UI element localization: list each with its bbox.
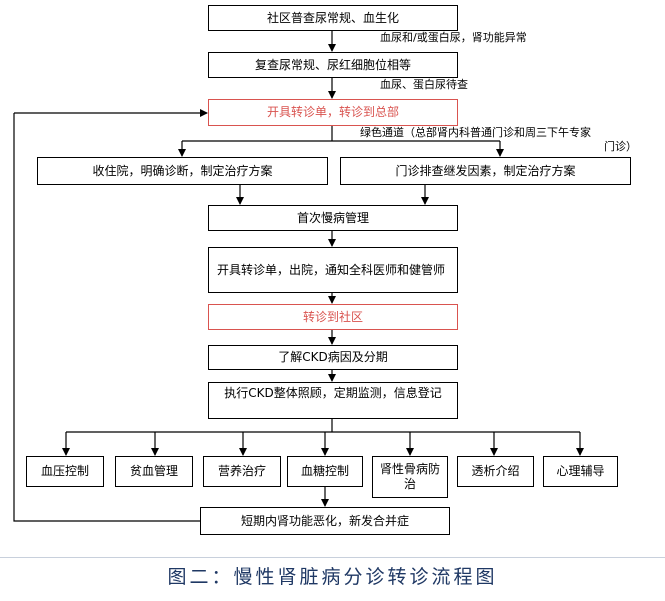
box-ckd-comprehensive-care: 执行CKD整体照顾，定期监测，信息登记 xyxy=(208,382,458,419)
box-outpatient: 门诊排查继发因素，制定治疗方案 xyxy=(340,157,631,185)
box-community-screening: 社区普查尿常规、血生化 xyxy=(208,5,458,31)
feedback-loop xyxy=(13,113,200,522)
box-glucose-control: 血糖控制 xyxy=(287,456,363,487)
box-renal-deterioration: 短期内肾功能恶化，新发合并症 xyxy=(200,507,450,535)
box-inpatient: 收住院，明确诊断，制定治疗方案 xyxy=(37,157,328,185)
box-ckd-etiology-staging: 了解CKD病因及分期 xyxy=(208,345,458,370)
box-psych-counseling: 心理辅导 xyxy=(543,456,618,487)
label-abnormal-findings: 血尿和/或蛋白尿，肾功能异常 xyxy=(380,31,527,44)
box-referral-to-community: 转诊到社区 xyxy=(208,304,458,330)
figure-caption: 图二：慢性肾脏病分诊转诊流程图 xyxy=(167,566,498,588)
caption-divider xyxy=(0,557,665,558)
label-green-channel-cont: 门诊） xyxy=(604,140,637,153)
box-recheck-urine: 复查尿常规、尿红细胞位相等 xyxy=(208,52,458,78)
label-green-channel: 绿色通道（总部肾内科普通门诊和周三下午专家 xyxy=(360,126,591,139)
box-nutrition-therapy: 营养治疗 xyxy=(203,456,281,487)
box-anemia-management: 贫血管理 xyxy=(115,456,193,487)
box-referral-to-headquarters: 开具转诊单，转诊到总部 xyxy=(208,99,458,126)
box-bp-control: 血压控制 xyxy=(26,456,104,487)
box-renal-bone-disease: 肾性骨病防治 xyxy=(372,456,448,498)
box-discharge-notify: 开具转诊单，出院，通知全科医师和健管师 xyxy=(208,247,458,293)
label-pending-investigation: 血尿、蛋白尿待查 xyxy=(380,78,468,91)
box-dialysis-intro: 透析介绍 xyxy=(457,456,534,487)
box-first-chronic-management: 首次慢病管理 xyxy=(208,205,458,231)
